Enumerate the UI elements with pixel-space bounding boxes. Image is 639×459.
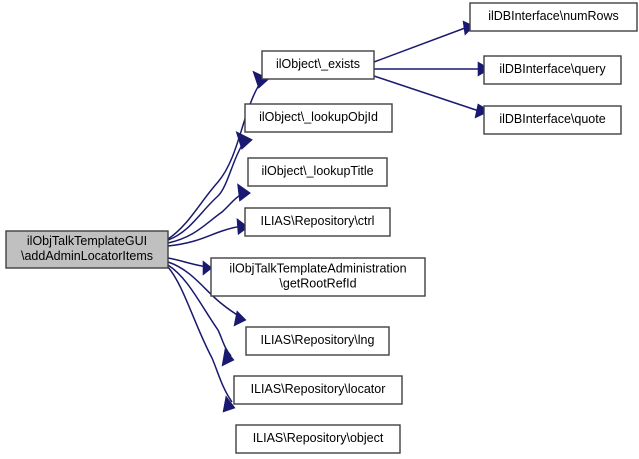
edges-layer (167, 20, 491, 413)
edge-root-to-object (167, 266, 236, 413)
graph-node-quote[interactable]: ilDBInterface\quote (483, 105, 622, 135)
edge-line (167, 225, 244, 247)
graph-node-lookupobjid[interactable]: ilObject\_lookupObjId (244, 103, 393, 133)
node-box[interactable] (235, 424, 401, 454)
node-label: ilDBInterface\query (499, 62, 606, 76)
graph-node-getrootrefid[interactable]: ilObjTalkTemplateAdministration\getRootR… (210, 257, 426, 297)
node-box[interactable] (244, 103, 393, 133)
edge-root-to-lookuptitle (167, 183, 251, 244)
edge-line (167, 139, 246, 241)
edge-root-to-lng (167, 261, 247, 327)
edge-line (167, 257, 209, 269)
node-label: ilObject\_lookupTitle (261, 164, 373, 178)
node-box[interactable] (5, 230, 169, 269)
arrowhead-icon (237, 183, 251, 202)
graph-node-numrows[interactable]: ilDBInterface\numRows (469, 2, 638, 32)
node-box[interactable] (245, 326, 390, 356)
node-label: ilObject\_lookupObjId (259, 110, 378, 124)
edge-line (167, 191, 246, 244)
node-label: ilObjTalkTemplateGUI\addAdminLocatorItem… (21, 234, 153, 263)
edge-line (167, 266, 233, 403)
graph-node-locator[interactable]: ILIAS\Repository\locator (233, 375, 403, 405)
node-label: ilObject\_exists (276, 57, 360, 71)
node-label: ilDBInterface\numRows (488, 9, 619, 23)
graph-node-query[interactable]: ilDBInterface\query (483, 55, 622, 85)
node-label: ILIAS\Repository\ctrl (261, 214, 375, 228)
graph-node-lng[interactable]: ILIAS\Repository\lng (245, 326, 390, 356)
node-box[interactable] (469, 2, 638, 32)
edge-line (373, 75, 480, 112)
graph-node-exists[interactable]: ilObject\_exists (261, 50, 375, 80)
edge-line (167, 261, 243, 319)
node-label: ILIAS\Repository\lng (261, 333, 375, 347)
edge-exists-to-numrows (373, 20, 475, 63)
graph-node-lookuptitle[interactable]: ilObject\_lookupTitle (247, 157, 388, 187)
arrowhead-icon (202, 260, 213, 276)
node-box[interactable] (233, 375, 403, 405)
edge-root-to-ctrl (167, 217, 249, 247)
node-box[interactable] (483, 105, 622, 135)
arrowhead-icon (222, 395, 236, 413)
graph-node-root[interactable]: ilObjTalkTemplateGUI\addAdminLocatorItem… (5, 230, 169, 269)
node-label: ilDBInterface\quote (499, 112, 605, 126)
edge-root-to-locator (167, 264, 235, 367)
edge-line (167, 264, 232, 357)
edge-root-to-getrootrefid (167, 257, 213, 276)
node-label: ILIAS\Repository\object (253, 431, 384, 445)
node-box[interactable] (483, 55, 622, 85)
arrowhead-icon (236, 217, 249, 236)
node-box[interactable] (210, 257, 426, 297)
edge-exists-to-query (374, 61, 491, 77)
arrowhead-icon (233, 310, 247, 327)
node-label: ILIAS\Repository\locator (251, 382, 386, 396)
graph-node-ctrl[interactable]: ILIAS\Repository\ctrl (244, 207, 391, 237)
arrowhead-icon (235, 131, 253, 150)
node-box[interactable] (247, 157, 388, 187)
node-label: ilObjTalkTemplateAdministration\getRootR… (229, 262, 406, 291)
edge-line (373, 27, 466, 63)
arrowhead-icon (252, 70, 270, 89)
edge-root-to-lookupobjid (167, 131, 253, 241)
nodes-layer: ilObjTalkTemplateGUI\addAdminLocatorItem… (5, 2, 638, 454)
graph-node-object[interactable]: ILIAS\Repository\object (235, 424, 401, 454)
node-box[interactable] (244, 207, 391, 237)
node-box[interactable] (261, 50, 375, 80)
arrowhead-icon (221, 348, 235, 367)
